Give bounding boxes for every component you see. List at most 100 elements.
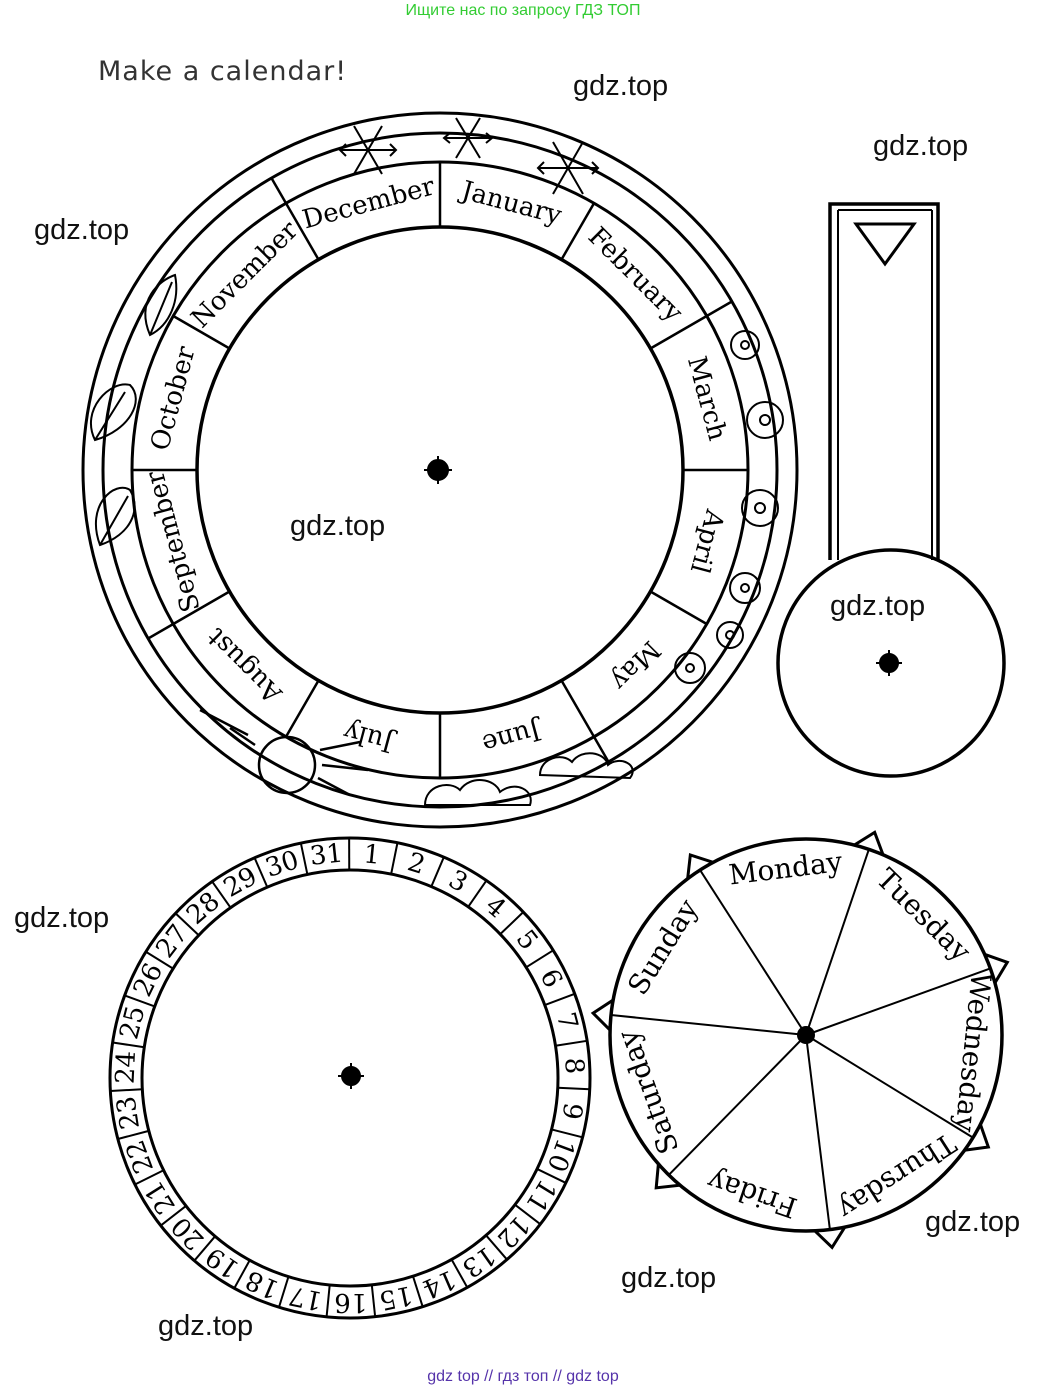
date-divider xyxy=(145,950,174,970)
watermark: gdz.top xyxy=(34,214,130,246)
month-label: January xyxy=(455,175,565,231)
date-pin-icon xyxy=(338,1063,364,1089)
day-pin-icon xyxy=(797,1026,815,1044)
day-divider xyxy=(805,1034,974,1139)
date-divider xyxy=(499,911,525,935)
month-divider xyxy=(172,590,231,626)
date-divider xyxy=(485,1234,508,1261)
date-divider xyxy=(134,1169,165,1186)
date-divider xyxy=(193,1235,216,1262)
date-divider xyxy=(551,1128,583,1139)
day-divider xyxy=(805,967,991,1036)
watermark: gdz.top xyxy=(830,590,926,622)
date-divider xyxy=(555,1039,588,1047)
day-divider xyxy=(699,869,807,1036)
month-label: December xyxy=(299,171,438,235)
season-divider xyxy=(270,177,288,204)
month-label: July xyxy=(340,716,399,759)
date-divider xyxy=(412,1275,424,1308)
season-dividers xyxy=(147,177,733,763)
date-divider xyxy=(370,1284,377,1317)
date-divider xyxy=(112,1041,145,1049)
date-label: 26 xyxy=(128,959,169,1002)
date-label: 11 xyxy=(519,1174,562,1218)
date-divider xyxy=(278,1276,290,1308)
date-divider xyxy=(536,1168,567,1184)
date-label: 9 xyxy=(555,1101,587,1122)
watermark: gdz.top xyxy=(621,1262,717,1294)
watermark: gdz.top xyxy=(873,130,969,162)
date-divider xyxy=(467,879,488,908)
date-label: 2 xyxy=(404,847,429,881)
flower-icon xyxy=(674,330,784,684)
month-label: May xyxy=(604,634,666,696)
date-dividers xyxy=(110,837,590,1317)
date-divider xyxy=(557,1086,590,1091)
cloud-icon xyxy=(423,752,634,806)
date-label: 23 xyxy=(111,1094,146,1131)
month-divider xyxy=(649,314,708,350)
page-title: Make a calendar! xyxy=(98,56,348,87)
day-dividers xyxy=(610,849,991,1230)
date-label: 29 xyxy=(219,861,263,903)
date-label: 8 xyxy=(558,1057,589,1075)
leaf-icon xyxy=(89,273,178,547)
month-divider xyxy=(172,314,231,350)
month-label: February xyxy=(582,222,689,329)
month-dividers xyxy=(132,162,748,778)
watermark: gdz.top xyxy=(14,902,110,934)
date-divider xyxy=(430,856,445,887)
date-divider xyxy=(211,880,232,909)
date-label: 24 xyxy=(110,1050,142,1084)
month-label: April xyxy=(684,505,730,576)
top-banner[interactable]: Ищите нас по запросу ГДЗ ТОП xyxy=(405,2,641,19)
date-divider xyxy=(174,912,200,936)
date-label: 1 xyxy=(362,839,381,870)
date-divider xyxy=(544,992,576,1006)
sun-icon xyxy=(199,708,369,797)
date-label: 18 xyxy=(241,1264,283,1305)
date-divider xyxy=(325,1284,331,1317)
date-divider xyxy=(253,857,269,888)
month-label: March xyxy=(681,353,732,444)
bottom-banner[interactable]: gdz top // гдз топ // gdz top xyxy=(427,1368,619,1385)
day-divider xyxy=(668,1034,807,1176)
season-divider xyxy=(592,736,610,763)
season-divider xyxy=(147,622,174,640)
day-divider xyxy=(805,1034,831,1230)
pointer-pin-icon xyxy=(876,650,902,676)
center-pin-icon xyxy=(424,456,452,484)
date-divider xyxy=(514,1203,541,1226)
date-label: 15 xyxy=(377,1279,416,1315)
date-label: 21 xyxy=(139,1175,182,1219)
date-label: 10 xyxy=(541,1134,581,1175)
date-divider xyxy=(233,1259,251,1289)
month-divider xyxy=(284,202,320,261)
snowflake-icon xyxy=(338,117,600,195)
date-divider xyxy=(117,1129,150,1140)
date-divider xyxy=(450,1259,469,1288)
watermark: gdz.top xyxy=(290,510,386,542)
watermark: gdz.top xyxy=(158,1310,254,1342)
month-label: August xyxy=(201,621,289,709)
season-divider xyxy=(706,300,733,318)
day-divider xyxy=(805,849,870,1036)
pointer-arm xyxy=(776,202,1006,778)
month-divider xyxy=(649,590,708,626)
month-divider xyxy=(284,679,320,738)
date-divider xyxy=(160,1205,187,1227)
date-label: 17 xyxy=(287,1280,325,1316)
date-divider xyxy=(110,1088,143,1093)
day-divider xyxy=(610,1014,807,1036)
date-divider xyxy=(390,842,399,875)
month-divider xyxy=(560,679,596,738)
date-label: 22 xyxy=(120,1136,160,1178)
date-label: 7 xyxy=(550,1009,583,1033)
date-divider xyxy=(299,842,309,875)
date-label: 14 xyxy=(418,1263,460,1304)
watermark: gdz.top xyxy=(925,1206,1021,1238)
date-divider xyxy=(124,994,156,1008)
date-divider xyxy=(525,949,554,969)
month-label: June xyxy=(479,714,547,759)
